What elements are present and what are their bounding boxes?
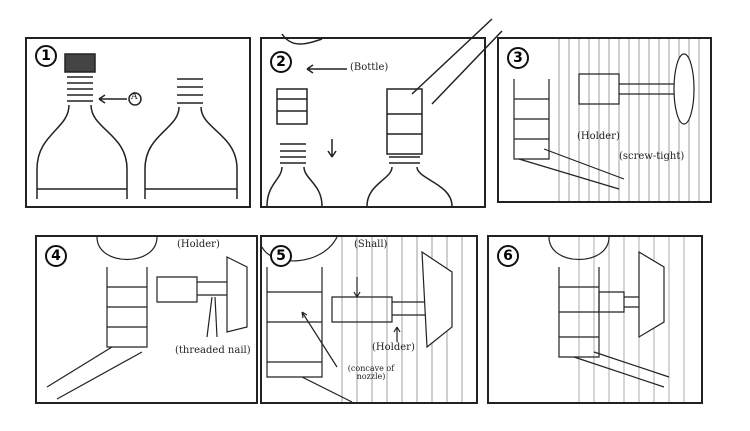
step-number: 6 <box>497 245 519 267</box>
nozzle <box>46 346 143 400</box>
holder <box>331 296 393 323</box>
step-5-panel: 5 (Shall) (Holder) (concave of nozzle) <box>260 235 478 404</box>
bottle-label: (Bottle) <box>350 62 389 73</box>
bottle-body <box>513 79 550 160</box>
bottle-thread <box>67 76 93 102</box>
suction-cup <box>638 250 665 339</box>
step-2-panel: 2 (Bottle) <box>260 18 503 208</box>
step-number: 2 <box>270 51 292 73</box>
suction-cup <box>226 256 248 333</box>
nozzle <box>573 351 670 388</box>
bottle-neck-inverted <box>276 88 308 125</box>
step-3-panel: 3 (Holder) (screw-tight) <box>497 37 712 203</box>
holder <box>598 291 625 313</box>
arrow <box>98 94 127 104</box>
bottle-body <box>266 267 323 378</box>
step-1-panel: 1 A <box>25 37 251 208</box>
bottle-right <box>144 106 238 199</box>
suction-cup <box>673 53 695 125</box>
nozzle-tube <box>411 18 503 105</box>
down-arrow <box>327 139 337 158</box>
bottle-left <box>36 104 128 199</box>
bottle-body <box>558 267 600 358</box>
screw-tight-label: (screw-tight) <box>619 151 685 162</box>
holder-label: (Holder) <box>177 239 220 250</box>
threaded-nail-label: (threaded nail) <box>175 345 251 356</box>
nozzle <box>518 148 625 190</box>
bottle-cap <box>64 53 96 73</box>
holder-label: (Holder) <box>372 342 415 353</box>
bottle-body <box>106 267 148 348</box>
step-number: 1 <box>35 45 57 67</box>
step-number: 4 <box>45 245 67 267</box>
holder <box>578 73 620 105</box>
step-6-panel: 6 <box>487 235 703 404</box>
step-number: 5 <box>270 245 292 267</box>
step-4-panel: 4 (Holder) (threaded nail) <box>35 235 258 404</box>
step-number: 3 <box>507 47 529 69</box>
holder <box>156 276 198 303</box>
concave-of-nozzle-label: (concave of nozzle) <box>347 364 395 381</box>
suction-cup <box>421 250 453 349</box>
shall-label: (Shall) <box>354 239 388 250</box>
marker-a-label: A <box>131 92 138 102</box>
holder-label: (Holder) <box>577 131 620 142</box>
